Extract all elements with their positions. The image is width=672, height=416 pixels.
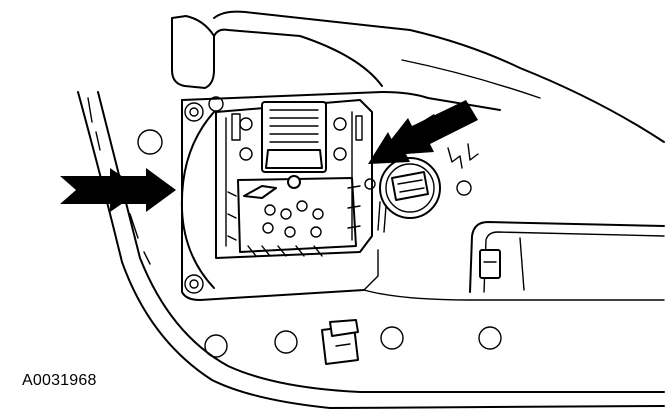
bulb-socket (364, 157, 441, 233)
mounting-holes (137, 129, 502, 358)
upper-trim-panel (171, 10, 665, 143)
figure-id-label: A0031968 (22, 372, 97, 389)
lamp-module (215, 99, 373, 259)
left-pointer-arrow (60, 168, 176, 212)
headliner-panel (77, 91, 665, 409)
retaining-clip (447, 143, 479, 196)
lower-switch-button (321, 319, 359, 365)
right-pointer-arrow (368, 100, 478, 164)
trim-switch (469, 221, 665, 293)
